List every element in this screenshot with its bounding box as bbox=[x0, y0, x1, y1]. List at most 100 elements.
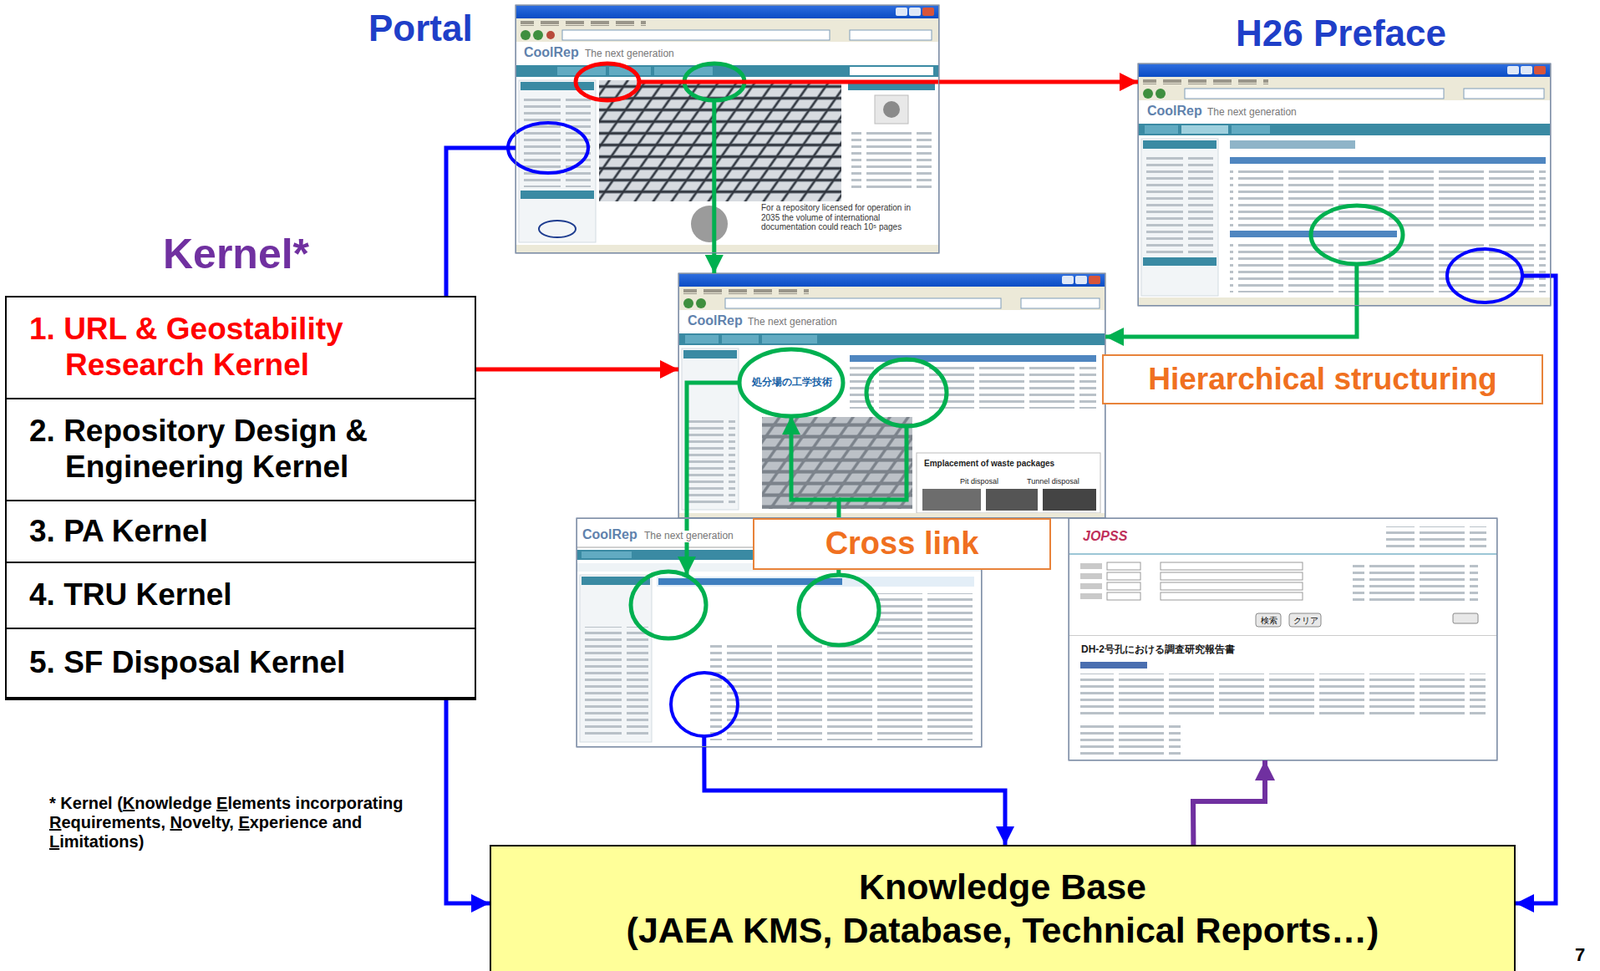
portal-window-part bbox=[654, 66, 713, 76]
button-label: 検索 bbox=[1260, 615, 1278, 626]
portal-window-part bbox=[690, 205, 728, 243]
kernel-page-window-part bbox=[683, 350, 737, 359]
kernel-table: 1. URL & Geostability Research Kernel 2. … bbox=[5, 295, 477, 701]
site-tagline: The next generation bbox=[644, 530, 734, 543]
text-run bbox=[290, 793, 296, 813]
connector-arrow bbox=[1105, 264, 1357, 337]
connector-arrow bbox=[474, 367, 679, 372]
text-run: ovelty, bbox=[182, 812, 234, 832]
portal-window-part bbox=[922, 7, 935, 16]
kernel-name: 2. Repository Design & Engineering Kerne… bbox=[65, 413, 467, 485]
box-title: Knowledge Base bbox=[858, 865, 1147, 910]
preface-window-part bbox=[1137, 76, 1551, 101]
kernel-name: 4. TRU Kernel bbox=[65, 577, 233, 614]
panel-caption: For a repository licensed for operation … bbox=[761, 203, 912, 233]
kernel-page-window-part bbox=[678, 333, 1106, 346]
preface-window-part bbox=[1137, 63, 1551, 77]
kernel-name: 1. URL & Geostability Research Kernel bbox=[65, 311, 467, 383]
preface-window-part bbox=[1137, 63, 1551, 306]
preface-window-part bbox=[1231, 125, 1270, 134]
figure-title: Emplacement of waste packages bbox=[924, 458, 1055, 469]
connector-arrow bbox=[686, 382, 740, 575]
kernel-name: 5. SF Disposal Kernel bbox=[65, 645, 346, 681]
preface-window-part bbox=[1144, 125, 1179, 134]
portal-window-part bbox=[515, 244, 940, 254]
kernel-page-window-part bbox=[678, 273, 1106, 519]
portal-window-part bbox=[883, 101, 900, 118]
database-page bbox=[1068, 518, 1498, 761]
database-page-part bbox=[1080, 583, 1103, 590]
database-page-part bbox=[1160, 572, 1303, 580]
highlight-circles-part bbox=[1447, 248, 1523, 303]
crosslinked-page-part bbox=[877, 593, 975, 640]
kernel-name: 3. PA Kernel bbox=[65, 513, 209, 550]
database-page-part bbox=[1160, 592, 1303, 600]
preface-window bbox=[1137, 63, 1551, 306]
kernel-page-window-part bbox=[761, 416, 913, 509]
preface-window-part bbox=[1146, 153, 1214, 254]
portal-window-part bbox=[515, 5, 940, 254]
database-page-part bbox=[1107, 582, 1141, 590]
section-heading: H26 Preface bbox=[1235, 12, 1447, 56]
database-page-part bbox=[1452, 613, 1479, 624]
preface-window-part bbox=[1155, 88, 1166, 99]
portal-window-part bbox=[874, 95, 909, 124]
knowledge-base-box: Knowledge Base(JAEA KMS, Database, Techn… bbox=[489, 844, 1516, 971]
kernel-row: 2. Repository Design & Engineering Kerne… bbox=[6, 399, 475, 502]
page-number: 7 bbox=[1574, 944, 1585, 966]
preface-window-part bbox=[1137, 123, 1551, 136]
site-logo: CoolRep bbox=[582, 527, 638, 543]
preface-window-part bbox=[1141, 138, 1219, 296]
connector-arrow bbox=[1193, 760, 1265, 845]
preface-window-part bbox=[1142, 88, 1154, 99]
portal-window-part bbox=[520, 190, 595, 199]
preface-window-part bbox=[1142, 79, 1269, 85]
kernel-page-window-part bbox=[725, 298, 1001, 309]
site-logo: CoolRep bbox=[687, 313, 743, 329]
kernel-page-window-part bbox=[721, 335, 759, 344]
preface-window-part bbox=[1229, 140, 1356, 149]
kernel-page-window-part bbox=[685, 335, 719, 344]
database-page-part bbox=[1160, 562, 1303, 570]
text-run: * bbox=[49, 793, 56, 813]
portal-window-part bbox=[515, 5, 940, 19]
result-title: DH-2号孔における調査研究報告書 bbox=[1081, 644, 1235, 656]
kernel-page-window-part bbox=[761, 335, 818, 344]
portal-window-part bbox=[851, 130, 932, 189]
database-page-part bbox=[1352, 561, 1479, 605]
site-tagline: The next generation bbox=[747, 316, 838, 329]
text-run: nowledge bbox=[134, 793, 212, 813]
initial-letter: E bbox=[238, 812, 249, 832]
database-page-part bbox=[1068, 634, 1498, 636]
crosslinked-page-part bbox=[579, 574, 652, 742]
text-run bbox=[212, 793, 218, 813]
kernel-page-window-part bbox=[683, 289, 809, 295]
preface-window-part bbox=[1229, 168, 1546, 228]
preface-window-part bbox=[1463, 88, 1545, 99]
text-run: lements bbox=[227, 793, 291, 813]
text-run bbox=[112, 793, 118, 813]
highlight-circles-part bbox=[630, 571, 707, 639]
kernel-page-window-part bbox=[1088, 275, 1101, 285]
highlight-circles-part bbox=[739, 349, 844, 417]
site-tagline: The next generation bbox=[584, 48, 675, 61]
kernel-page-window-part bbox=[681, 348, 739, 510]
figure-caption: Tunnel disposal bbox=[1026, 477, 1080, 486]
portal-window-part bbox=[520, 20, 646, 26]
initial-letter: E bbox=[216, 793, 228, 813]
database-page-part bbox=[1107, 562, 1141, 570]
preface-window-part bbox=[1142, 257, 1217, 266]
kernel-page-window-part bbox=[1061, 275, 1074, 285]
section-heading: Portal bbox=[368, 7, 473, 51]
highlight-circles-part bbox=[798, 574, 879, 646]
kernel-row: 5. SF Disposal Kernel bbox=[6, 629, 475, 699]
kernel-page-window bbox=[678, 273, 1106, 519]
text-run: ( bbox=[116, 793, 123, 813]
preface-window-part bbox=[1533, 66, 1546, 75]
page-title: 処分場の工学技術 bbox=[751, 376, 833, 389]
database-page-part bbox=[1255, 613, 1281, 627]
portal-window-part bbox=[849, 30, 932, 41]
preface-window-part bbox=[1520, 66, 1533, 75]
connectors bbox=[446, 81, 1556, 904]
preface-window-part bbox=[1184, 88, 1444, 99]
